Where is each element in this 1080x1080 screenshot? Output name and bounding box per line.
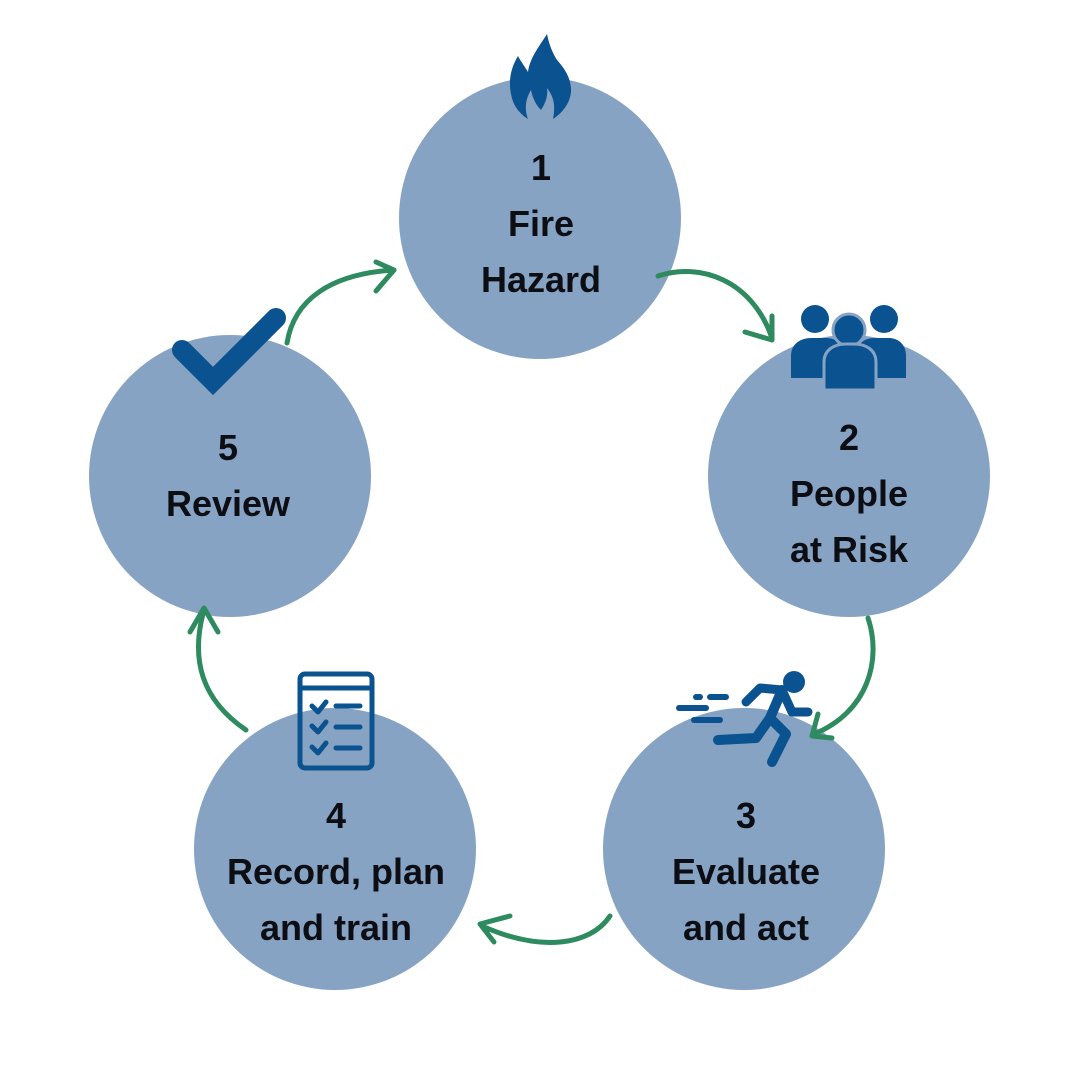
arrow-step-3-to-4 [477,913,613,945]
step-2-title-line1: People [789,473,909,514]
step-1-title-line2: Hazard [480,259,602,300]
step-3-number: 3 [735,795,757,836]
step-4-title-line2: and train [259,907,412,948]
arrow-step-4-to-5 [187,605,249,733]
arrow-step-2-to-3 [809,615,876,741]
step-3-label: 3 Evaluate and act [596,788,896,956]
step-3-title-line2: and act [682,907,810,948]
step-3-title-line1: Evaluate [671,851,821,892]
step-2-title-line2: at Risk [789,529,909,570]
step-1-circle [399,77,681,359]
step-4-label: 4 Record, plan and train [186,788,486,956]
step-5-title-line1: Review [165,483,291,524]
step-4-title-line1: Record, plan [226,851,446,892]
step-5-label: 5 Review [78,420,378,532]
step-4-number: 4 [325,795,347,836]
step-3-circle [603,708,885,990]
step-1-number: 1 [530,147,552,188]
step-1-title-line1: Fire [507,203,575,244]
step-2-number: 2 [838,417,860,458]
arrow-step-5-to-1 [284,259,397,346]
step-1-label: 1 Fire Hazard [391,140,691,308]
step-2-label: 2 People at Risk [699,410,999,578]
step-5-number: 5 [217,427,239,468]
